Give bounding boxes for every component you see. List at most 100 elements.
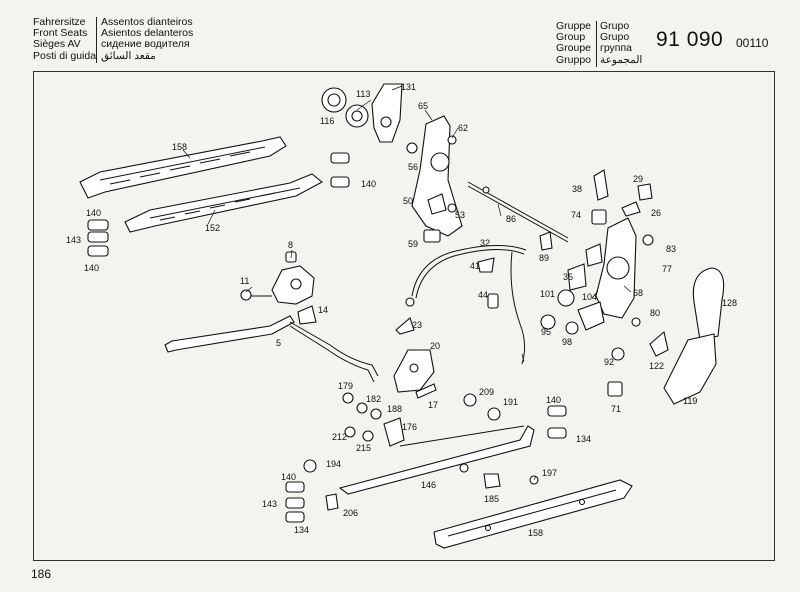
seat-rail-lower-right bbox=[433, 479, 633, 549]
callout-23: 23 bbox=[412, 320, 422, 330]
callout-140-b: 140 bbox=[86, 208, 101, 218]
group-de: Gruppe bbox=[556, 20, 592, 32]
recliner-knobs bbox=[321, 83, 403, 143]
title-it: Posti di guida bbox=[33, 49, 97, 62]
callout-185: 185 bbox=[484, 494, 499, 504]
callout-119: 119 bbox=[683, 396, 697, 406]
group-subcode: 00110 bbox=[736, 36, 769, 50]
title-ar: مقعد السائق bbox=[101, 49, 156, 62]
callout-140-e: 140 bbox=[281, 472, 296, 482]
callout-116: 116 bbox=[320, 116, 334, 126]
title-pt: Assentos dianteiros bbox=[101, 16, 193, 28]
part-number-labels: 158 152 140 140 143 140 8 11 5 14 116 11… bbox=[66, 82, 737, 538]
callout-152: 152 bbox=[205, 223, 220, 233]
callout-80: 80 bbox=[650, 308, 660, 318]
upper-right-small-parts bbox=[591, 169, 653, 225]
callout-209: 209 bbox=[479, 387, 494, 397]
callout-146: 146 bbox=[421, 480, 436, 490]
callout-50: 50 bbox=[403, 196, 413, 206]
callout-5: 5 bbox=[276, 338, 281, 348]
callout-212: 212 bbox=[332, 432, 347, 442]
group-fr: Groupe bbox=[556, 42, 592, 55]
slide-pads-right bbox=[285, 405, 567, 523]
title-languages-right: Assentos dianteiros Asientos delanteros … bbox=[101, 16, 194, 62]
callout-158-lower: 158 bbox=[528, 528, 543, 538]
callout-158-upper: 158 bbox=[172, 142, 187, 152]
callout-14: 14 bbox=[318, 305, 328, 315]
group-labels-left: Gruppe Group Groupe Gruppo bbox=[556, 20, 592, 66]
callout-32: 32 bbox=[480, 238, 490, 248]
callout-56: 56 bbox=[408, 162, 418, 172]
title-es: Asientos delanteros bbox=[101, 27, 194, 40]
callout-98: 98 bbox=[562, 337, 572, 347]
callout-41: 41 bbox=[470, 261, 480, 271]
callout-29: 29 bbox=[633, 174, 643, 184]
callout-65: 65 bbox=[418, 101, 428, 111]
callout-62: 62 bbox=[458, 123, 468, 133]
header-divider bbox=[96, 17, 97, 63]
callout-92: 92 bbox=[604, 357, 614, 367]
callout-140-d: 140 bbox=[546, 395, 561, 405]
title-ru: сидение водителя bbox=[101, 38, 190, 51]
callout-59: 59 bbox=[408, 239, 418, 249]
callout-140-a: 140 bbox=[361, 179, 376, 189]
title-fr: Sièges AV bbox=[33, 38, 81, 51]
callout-206: 206 bbox=[343, 508, 358, 518]
callout-17: 17 bbox=[428, 400, 438, 410]
callout-74: 74 bbox=[571, 210, 581, 220]
group-it: Gruppo bbox=[556, 53, 592, 66]
callout-197: 197 bbox=[542, 468, 557, 478]
callout-35: 35 bbox=[563, 272, 573, 282]
seat-rail-152 bbox=[124, 173, 323, 233]
callout-44: 44 bbox=[478, 290, 488, 300]
title-languages-left: Fahrersitze Front Seats Sièges AV Posti … bbox=[33, 16, 97, 62]
trim-covers bbox=[649, 267, 725, 405]
lower-fasteners bbox=[342, 392, 501, 447]
callout-134-b: 134 bbox=[294, 525, 309, 535]
recliner-plate-right bbox=[539, 217, 654, 397]
callout-134-a: 134 bbox=[576, 434, 591, 444]
group-number: 91 090 bbox=[656, 28, 724, 51]
callout-86: 86 bbox=[506, 214, 516, 224]
callout-8: 8 bbox=[288, 240, 293, 250]
callout-140-c: 140 bbox=[84, 263, 99, 273]
callout-20: 20 bbox=[430, 341, 440, 351]
callout-176: 176 bbox=[402, 422, 417, 432]
callout-101: 101 bbox=[540, 289, 555, 299]
slide-pads-left bbox=[87, 152, 350, 257]
callout-77: 77 bbox=[662, 264, 672, 274]
callout-188: 188 bbox=[387, 404, 402, 414]
group-ru: группа bbox=[600, 42, 633, 55]
callout-131: 131 bbox=[401, 82, 416, 92]
callout-179: 179 bbox=[338, 381, 353, 391]
callout-68: 68 bbox=[633, 288, 643, 298]
title-en: Front Seats bbox=[33, 27, 88, 40]
leader-lines bbox=[182, 85, 632, 481]
callout-38: 38 bbox=[572, 184, 582, 194]
callout-215: 215 bbox=[356, 443, 371, 453]
seat-rail-146 bbox=[338, 425, 535, 495]
callout-104: 104 bbox=[582, 292, 597, 302]
callout-194: 194 bbox=[326, 459, 341, 469]
callout-143-a: 143 bbox=[66, 235, 81, 245]
callout-11: 11 bbox=[240, 276, 249, 286]
callout-89: 89 bbox=[539, 253, 549, 263]
callout-95: 95 bbox=[541, 327, 551, 337]
title-de: Fahrersitze bbox=[33, 16, 86, 28]
group-labels-right: Grupo Grupo группа المجموعة bbox=[600, 20, 643, 66]
callout-71: 71 bbox=[611, 404, 621, 414]
callout-113: 113 bbox=[356, 89, 370, 99]
callout-182: 182 bbox=[366, 394, 381, 404]
callout-128: 128 bbox=[722, 298, 737, 308]
callout-83: 83 bbox=[666, 244, 676, 254]
callout-191: 191 bbox=[503, 397, 518, 407]
seat-rail-upper-left bbox=[79, 136, 287, 199]
group-ar: المجموعة bbox=[600, 53, 643, 66]
diagram-frame bbox=[33, 71, 775, 561]
bracket-20 bbox=[393, 349, 437, 399]
page-number: 186 bbox=[31, 567, 52, 581]
connecting-cable bbox=[467, 181, 569, 243]
release-lever-assembly bbox=[164, 251, 379, 383]
group-es: Grupo bbox=[600, 31, 630, 44]
